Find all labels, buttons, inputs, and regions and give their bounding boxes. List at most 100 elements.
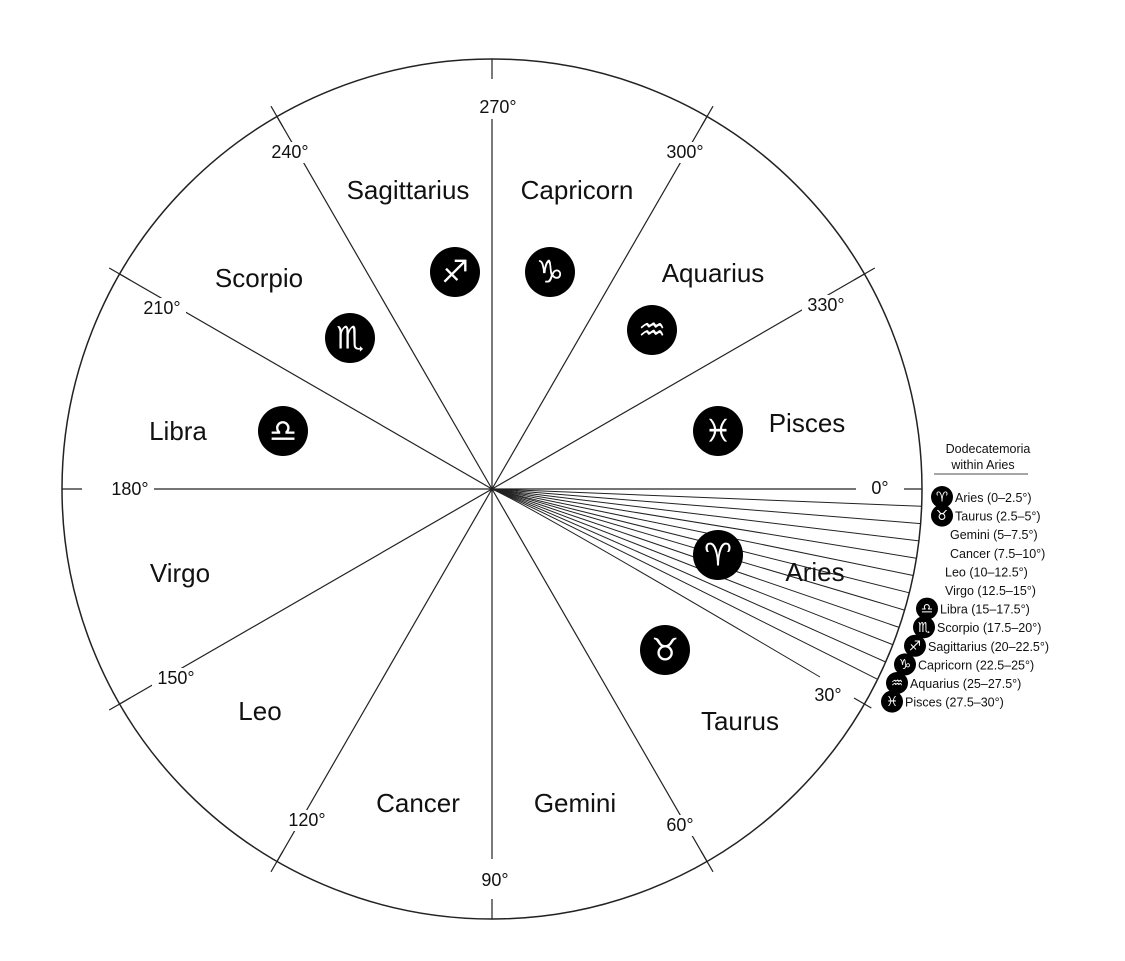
- boundary-tick-330: [853, 267, 876, 281]
- spoke-300: [491, 116, 708, 490]
- degree-label-bg: [856, 478, 904, 499]
- sign-aries-icon: ♈: [704, 538, 732, 574]
- boundary-tick-210: [108, 267, 131, 281]
- dodecatemoria-7-icon-bg: [913, 616, 935, 639]
- dodecatemoria-item: Libra (15–17.5°): [940, 603, 1030, 617]
- dodecatemoria-item: Leo (10–12.5°): [945, 565, 1028, 579]
- dodecatemoria-item: Virgo (12.5–15°): [945, 584, 1036, 598]
- degree-label-150: 150°: [157, 668, 194, 688]
- sign-sagittarius-icon: ♐: [441, 255, 469, 291]
- sign-aries-icon-bg: [693, 530, 743, 580]
- dodecatemoria-item: Pisces (27.5–30°): [905, 696, 1004, 710]
- sign-label-aquarius: Aquarius: [662, 258, 765, 288]
- degree-label-0: 0°: [871, 478, 888, 498]
- degree-label-120: 120°: [288, 810, 325, 830]
- dodecatemoria-line: [491, 488, 917, 559]
- dodecatemoria-1-icon-bg: [931, 504, 953, 527]
- dodecatemoria-3-crescent-icon: [934, 541, 946, 564]
- sign-libra-icon-bg: [258, 406, 308, 456]
- dodecatemoria-item: Scorpio (17.5–20°): [937, 621, 1041, 635]
- boundary-tick-120: [270, 850, 284, 873]
- sign-label-sagittarius: Sagittarius: [347, 175, 470, 205]
- dodecatemoria-fan: [491, 488, 922, 680]
- degree-label-bg: [656, 815, 704, 836]
- dodecatemoria-title: Dodecatemoria: [946, 442, 1031, 456]
- sign-label-libra: Libra: [149, 416, 207, 446]
- dodecatemoria-9-icon-bg: [894, 653, 916, 676]
- dodecatemoria-item: Aquarius (25–27.5°): [910, 677, 1021, 691]
- dodecatemoria-6-icon-bg: [916, 597, 938, 620]
- dodecatemoria-10-icon: ♒: [891, 676, 903, 692]
- dodecatemoria-line: [491, 488, 900, 628]
- degree-label-300: 300°: [666, 142, 703, 162]
- sign-aquarius-icon: ♒: [638, 313, 666, 349]
- dodecatemoria-line: [491, 488, 910, 594]
- boundary-tick-150: [108, 697, 131, 711]
- dodecatemoria-line: [491, 488, 921, 525]
- degree-labels: 0° 30° 60° 90° 120° 150° 180° 210° 240° 270° 300° 3…: [106, 97, 904, 891]
- dodecatemoria-line: [491, 488, 905, 611]
- dodecatemoria-line: [491, 488, 922, 507]
- dodecatemoria-5-crescent-icon: [929, 579, 941, 601]
- degree-label-bg: [802, 295, 850, 316]
- boundary-tick-300: [700, 105, 714, 128]
- dodecatemoria-8-icon: ♐: [909, 638, 921, 654]
- boundary-tick-30: [853, 697, 872, 709]
- boundary-tick-240: [270, 105, 284, 128]
- dodecatemoria-line: [491, 488, 919, 542]
- spoke-240: [276, 116, 493, 490]
- dodecatemoria-6-icon: ♎: [921, 601, 933, 617]
- degree-label-bg: [283, 810, 331, 831]
- degree-label-240: 240°: [271, 142, 308, 162]
- boundary-tick-60: [700, 850, 714, 873]
- dodecatemoria-item: Gemini (5–7.5°): [950, 528, 1038, 542]
- dodecatemoria-1-icon: ♉: [936, 508, 948, 524]
- sign-label-gemini: Gemini: [534, 788, 616, 818]
- degree-label-330: 330°: [807, 295, 844, 315]
- degree-label-60: 60°: [666, 815, 693, 835]
- sign-label-aries: Aries: [785, 557, 844, 587]
- sign-scorpio-icon: ♏: [336, 321, 364, 357]
- degree-label-bg: [138, 298, 186, 319]
- dodecatemoria-10-icon-bg: [886, 672, 908, 694]
- sign-label-cancer: Cancer: [376, 788, 460, 818]
- sign-pisces-icon-bg: [693, 406, 743, 456]
- sign-gemini-crescent-icon: [547, 677, 572, 727]
- dodecatemoria-line: [491, 488, 894, 646]
- dodecatemoria-8-icon-bg: [904, 634, 926, 657]
- sign-label-capricorn: Capricorn: [521, 175, 634, 205]
- sign-taurus-icon-bg: [640, 625, 690, 675]
- sign-label-scorpio: Scorpio: [215, 263, 303, 293]
- dodecatemoria-item: Sagittarius (20–22.5°): [928, 640, 1049, 654]
- degree-label-bg: [152, 668, 200, 689]
- dodecatemoria-item: Cancer (7.5–10°): [950, 547, 1045, 561]
- spoke-120: [276, 488, 493, 862]
- degree-label-bg: [471, 870, 519, 891]
- sign-scorpio-icon-bg: [325, 313, 375, 363]
- dodecatemoria-list: Dodecatemoria within Aries ♈ Aries (0–2.5…: [881, 442, 1049, 713]
- dodecatemoria-9-icon: ♑: [899, 657, 911, 673]
- degree-label-30: 30°: [814, 685, 841, 705]
- dodecatemoria-11-icon-bg: [881, 690, 903, 713]
- dodecatemoria-0-icon: ♈: [936, 490, 948, 506]
- dodecatemoria-item: Aries (0–2.5°): [955, 491, 1032, 505]
- sign-capricorn-icon-bg: [525, 247, 575, 297]
- dodecatemoria-line: [491, 488, 878, 680]
- degree-label-bg: [661, 142, 709, 163]
- sign-aquarius-icon-bg: [627, 305, 677, 355]
- sign-taurus-icon: ♉: [651, 633, 679, 669]
- dodecatemoria-2-crescent-icon: [934, 523, 946, 546]
- degree-label-90: 90°: [481, 870, 508, 890]
- dodecatemoria-line: [491, 488, 914, 576]
- degree-label-270: 270°: [479, 97, 516, 117]
- dodecatemoria-line: [491, 488, 821, 678]
- dodecatemoria-item: Capricorn (22.5–25°): [918, 658, 1034, 672]
- sign-label-leo: Leo: [238, 696, 281, 726]
- degree-label-210: 210°: [143, 298, 180, 318]
- degree-label-180: 180°: [111, 479, 148, 499]
- sign-sagittarius-icon-bg: [430, 247, 480, 297]
- dodecatemoria-11-icon: ♓: [886, 694, 898, 710]
- dodecatemoria-subtitle: within Aries: [950, 458, 1014, 472]
- sign-capricorn-icon: ♑: [536, 255, 564, 291]
